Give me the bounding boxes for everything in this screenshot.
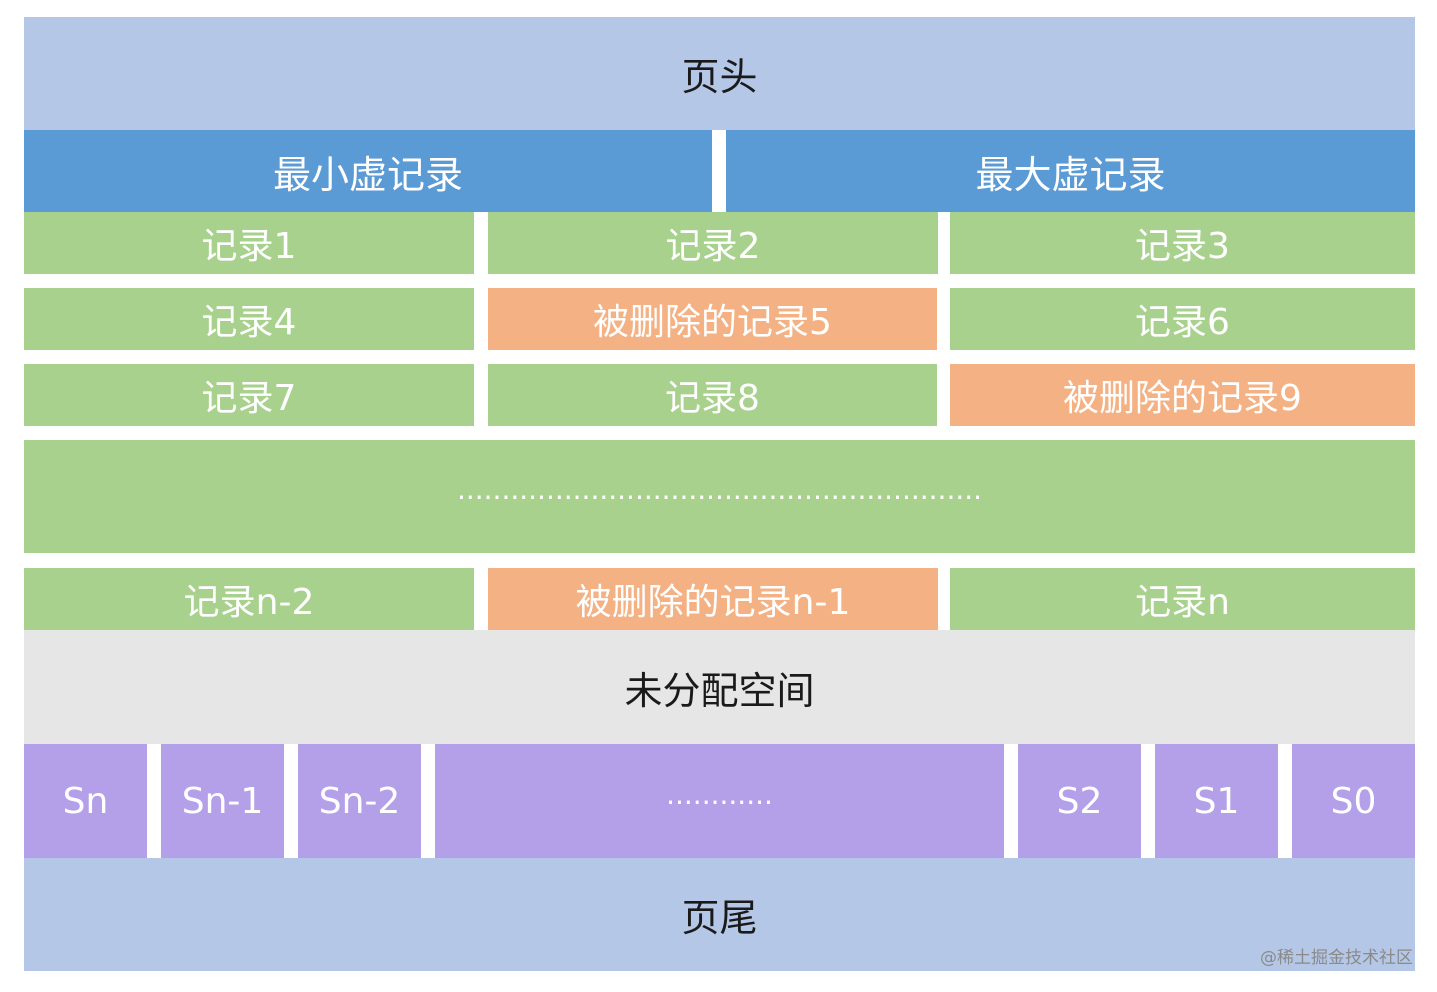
record-label: 记录8 — [665, 378, 760, 419]
slot-block: S2 — [1018, 744, 1141, 858]
record-block: 记录8 — [488, 364, 937, 426]
supremum-record-block: 最大虚记录 — [726, 130, 1415, 212]
supremum-record-label: 最大虚记录 — [975, 152, 1166, 197]
infimum-record-label: 最小虚记录 — [272, 152, 463, 197]
deleted-record-block: 被删除的记录9 — [950, 364, 1415, 426]
slot-label: Sn-1 — [181, 780, 264, 822]
deleted-record-label: 被删除的记录5 — [593, 302, 832, 343]
deleted-record-block: 被删除的记录5 — [488, 288, 937, 350]
slot-block: Sn-1 — [161, 744, 284, 858]
slot-block: S1 — [1155, 744, 1278, 858]
page-header-block: 页头 — [24, 17, 1415, 130]
page-trailer-block: 页尾 — [24, 858, 1415, 971]
slot-label: S0 — [1330, 780, 1377, 822]
slot-block: Sn-2 — [298, 744, 421, 858]
record-label: 记录n-2 — [183, 582, 315, 623]
page-trailer-label: 页尾 — [681, 896, 758, 940]
slot-block: S0 — [1292, 744, 1415, 858]
slot-label: Sn-2 — [318, 780, 401, 822]
slot-block: Sn — [24, 744, 147, 858]
record-block: 记录7 — [24, 364, 474, 426]
slot-label: S2 — [1056, 780, 1103, 822]
record-label: 记录1 — [201, 226, 297, 267]
record-block: 记录4 — [24, 288, 474, 350]
record-label: 记录6 — [1135, 302, 1230, 343]
records-ellipsis-block: ........................................… — [24, 440, 1415, 553]
infimum-record-block: 最小虚记录 — [24, 130, 712, 212]
record-label: 记录2 — [665, 226, 761, 267]
slot-ellipsis-label: ............ — [666, 777, 773, 811]
record-block: 记录6 — [950, 288, 1415, 350]
record-block: 记录n — [950, 568, 1415, 630]
slot-label: S1 — [1193, 780, 1240, 822]
slot-ellipsis-block: ............ — [435, 744, 1004, 858]
deleted-record-label: 被删除的记录9 — [1063, 378, 1302, 419]
page-header-label: 页头 — [681, 55, 758, 99]
record-block: 记录3 — [950, 212, 1415, 274]
free-space-block: 未分配空间 — [24, 630, 1415, 744]
record-block: 记录2 — [488, 212, 938, 274]
deleted-record-label: 被删除的记录n-1 — [575, 582, 851, 623]
records-ellipsis-label: ........................................… — [456, 473, 983, 506]
record-block: 记录n-2 — [24, 568, 474, 630]
free-space-label: 未分配空间 — [624, 668, 815, 713]
record-label: 记录3 — [1135, 226, 1230, 267]
record-label: 记录7 — [201, 378, 297, 419]
deleted-record-block: 被删除的记录n-1 — [488, 568, 938, 630]
record-label: 记录n — [1135, 582, 1230, 623]
slot-label: Sn — [62, 780, 109, 822]
record-label: 记录4 — [201, 302, 297, 343]
record-block: 记录1 — [24, 212, 474, 274]
watermark-text: @稀土掘金技术社区 — [1260, 948, 1413, 968]
